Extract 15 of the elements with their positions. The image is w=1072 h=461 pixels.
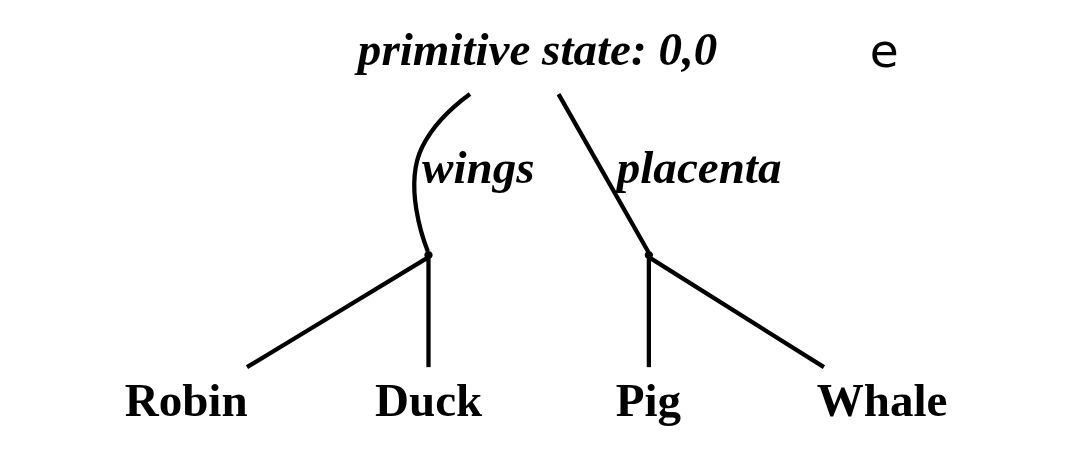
edge-label: wings [422, 140, 535, 193]
connector [556, 93, 651, 253]
node-point [424, 250, 433, 260]
node-point [644, 250, 653, 260]
node-text: Pig [615, 373, 682, 426]
label: e [869, 23, 899, 79]
connector [245, 256, 429, 369]
edge-label: placenta [616, 140, 782, 193]
node-text: Robin [124, 373, 248, 426]
node-text: Whale [816, 373, 948, 426]
connector [426, 258, 431, 368]
connector [649, 256, 826, 369]
connector [646, 258, 651, 368]
connector [412, 92, 472, 253]
node-text: Duck [375, 373, 483, 426]
